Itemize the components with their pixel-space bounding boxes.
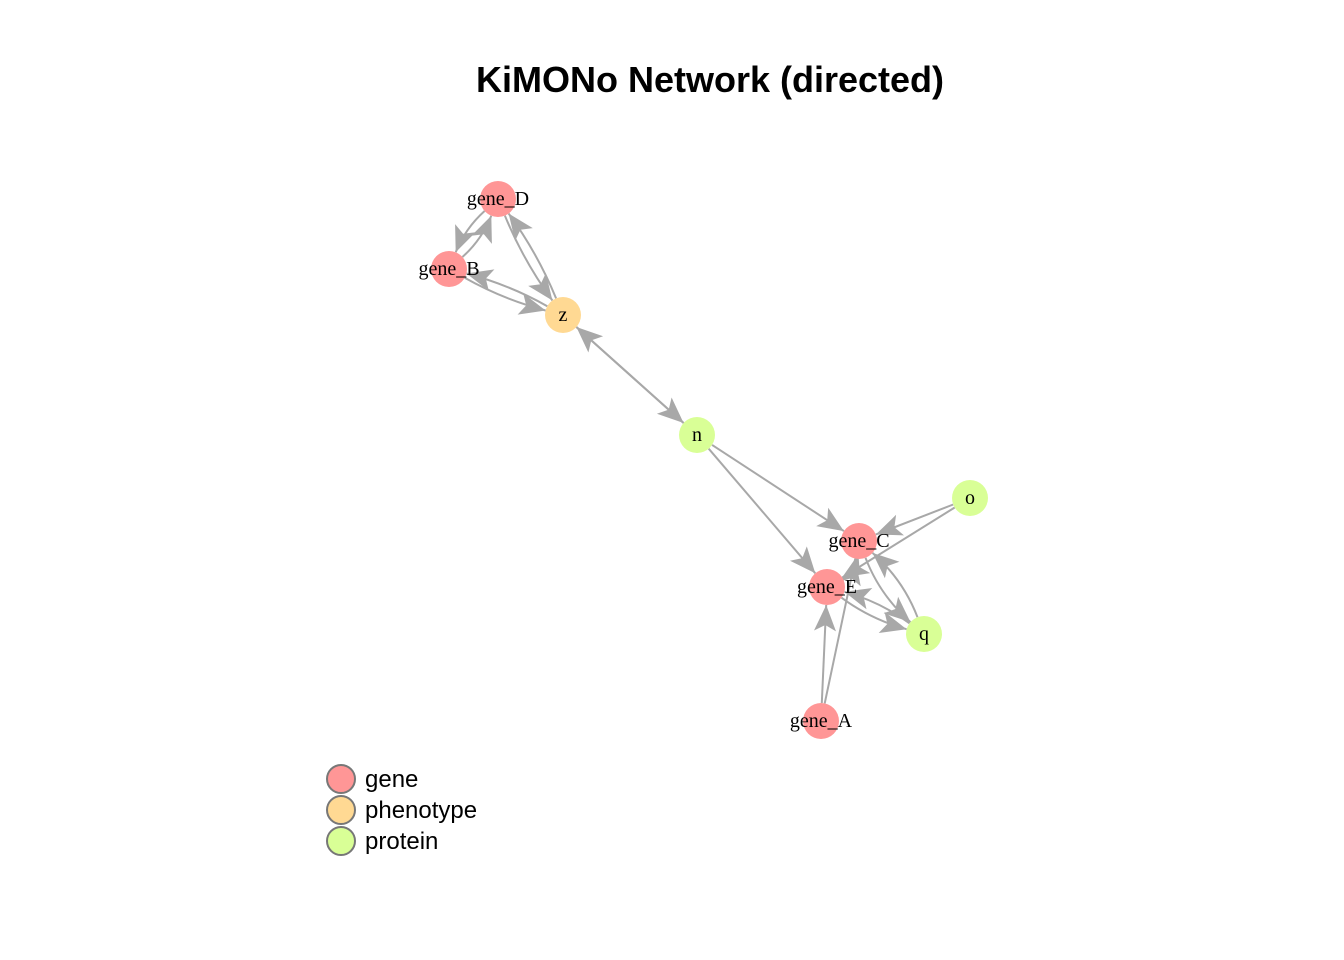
- edge-gene_B-to-gene_D: [461, 215, 493, 258]
- edge-line: [707, 448, 817, 574]
- edge-z-to-gene_D: [507, 212, 558, 299]
- arrowhead: [844, 588, 873, 610]
- arrowhead: [839, 558, 861, 587]
- node-n[interactable]: n: [679, 417, 715, 453]
- node-circle: [431, 251, 467, 287]
- legend-swatch: [326, 795, 356, 825]
- node-circle: [841, 523, 877, 559]
- node-label: gene_B: [418, 258, 479, 280]
- edge-q-to-gene_E: [844, 588, 911, 625]
- legend-label: phenotype: [365, 797, 477, 824]
- legend-item-gene: gene: [326, 764, 418, 794]
- legend-item-phenotype: phenotype: [326, 795, 477, 825]
- nodes-layer: gene_D gene_Bz n o gene_C gene_Eq gene_A: [418, 181, 988, 739]
- arrowhead: [508, 213, 533, 241]
- node-gene_C[interactable]: gene_C: [828, 523, 890, 559]
- node-gene_A[interactable]: gene_A: [790, 703, 853, 739]
- arrowhead: [878, 611, 907, 633]
- arrowhead: [528, 273, 553, 301]
- node-label: gene_A: [790, 710, 853, 732]
- node-gene_D[interactable]: gene_D: [467, 181, 529, 217]
- node-label: gene_D: [467, 188, 529, 210]
- edges-layer: [454, 210, 956, 704]
- legend-item-protein: protein: [326, 826, 438, 856]
- node-label: q: [919, 623, 929, 645]
- arrowhead: [471, 215, 492, 244]
- node-label: z: [559, 304, 568, 326]
- node-label: n: [692, 424, 702, 446]
- edge-q-to-gene_C: [871, 552, 919, 618]
- node-label: gene_C: [828, 530, 889, 552]
- node-z[interactable]: z: [545, 297, 581, 333]
- edge-n-to-gene_C: [711, 444, 845, 532]
- edge-gene_C-to-q: [864, 557, 912, 623]
- legend: gene phenotype protein: [326, 764, 477, 856]
- legend-swatch: [326, 826, 356, 856]
- node-circle: [906, 616, 942, 652]
- node-circle: [809, 569, 845, 605]
- edge-gene_B-to-z: [464, 276, 546, 315]
- arrowhead: [883, 596, 911, 623]
- legend-swatch: [326, 764, 356, 794]
- arrowhead: [466, 269, 495, 291]
- edge-line: [575, 326, 685, 424]
- edge-gene_D-to-gene_B: [454, 210, 486, 253]
- edge-line: [711, 444, 845, 532]
- node-circle: [803, 703, 839, 739]
- node-q[interactable]: q: [906, 616, 942, 652]
- node-label: o: [965, 487, 975, 509]
- arrowhead: [814, 605, 836, 632]
- legend-label: gene: [365, 766, 418, 793]
- edge-gene_A-to-gene_E: [814, 604, 836, 704]
- legend-label: protein: [365, 828, 438, 855]
- node-circle: [679, 417, 715, 453]
- arrowhead: [517, 293, 546, 315]
- node-circle: [480, 181, 516, 217]
- arrowhead: [875, 514, 904, 536]
- node-gene_E[interactable]: gene_E: [797, 569, 857, 605]
- node-o[interactable]: o: [952, 480, 988, 516]
- node-circle: [952, 480, 988, 516]
- arrowhead: [656, 397, 684, 423]
- edge-n-to-gene_E: [707, 448, 817, 574]
- arrowhead: [816, 507, 844, 532]
- edge-gene_D-to-z: [503, 215, 554, 302]
- edge-gene_A-to-gene_C: [823, 558, 861, 704]
- arrowhead: [790, 546, 816, 574]
- node-label: gene_E: [797, 576, 857, 598]
- arrowhead: [455, 224, 476, 253]
- arrowhead: [872, 552, 900, 579]
- edge-o-to-gene_C: [875, 503, 954, 536]
- chart-title: KiMONo Network (directed): [476, 59, 944, 100]
- edge-z-to-gene_B: [466, 269, 548, 308]
- node-circle: [545, 297, 581, 333]
- node-gene_B[interactable]: gene_B: [418, 251, 480, 287]
- edge-z-to-n: [575, 326, 685, 424]
